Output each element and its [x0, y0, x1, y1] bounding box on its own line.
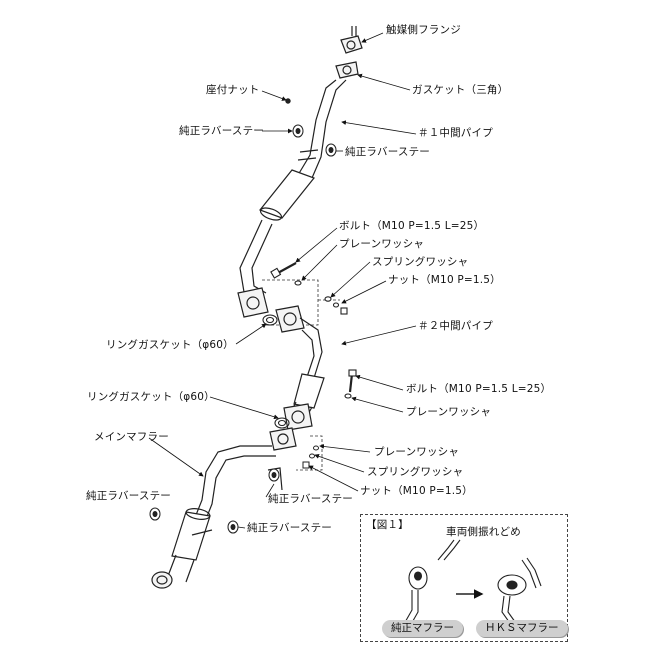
label-oem-rubber-stay-3: 純正ラバーステー [268, 493, 353, 505]
label-mid-pipe-1: ＃１中間パイプ [418, 127, 493, 139]
seat-nut-icon [285, 98, 291, 104]
inset-title: 【図１】 [366, 519, 409, 531]
label-spring-washer-lower: スプリングワッシャ [367, 466, 464, 478]
label-oem-muffler: 純正マフラー [382, 620, 463, 637]
label-ring-gasket-upper: リングガスケット（φ60） [106, 339, 234, 351]
mid-pipe-1-drawing [237, 26, 363, 318]
lower-fastener-set [302, 445, 319, 469]
label-spring-washer-upper: スプリングワッシャ [372, 256, 469, 268]
leader-lines [148, 32, 417, 529]
label-main-muffler: メインマフラー [94, 431, 169, 443]
rubber-stay-grommets [149, 98, 337, 534]
lower-bolt-drawing [344, 369, 357, 399]
rubber-stay-1-icon [292, 124, 304, 138]
inset-figure-drawing [403, 539, 542, 627]
rubber-stay-5-icon [227, 520, 239, 534]
rubber-stay-3-icon [268, 468, 280, 482]
label-oem-rubber-stay-4: 純正ラバーステー [86, 490, 171, 502]
ring-gasket-lower-drawing [274, 417, 290, 429]
ring-gasket-upper-drawing [262, 314, 278, 326]
label-gasket-triangle: ガスケット（三角） [412, 84, 509, 96]
label-bolt-lower: ボルト（M10 P=1.5 L=25） [406, 383, 552, 395]
label-oem-rubber-stay-5: 純正ラバーステー [247, 522, 332, 534]
label-vehicle-side-hanger: 車両側振れどめ [446, 526, 521, 538]
label-mid-pipe-2: ＃２中間パイプ [418, 320, 493, 332]
label-oem-rubber-stay-1: 純正ラバーステー [179, 125, 264, 137]
label-oem-rubber-stay-2: 純正ラバーステー [345, 146, 430, 158]
rubber-stay-4-icon [149, 507, 161, 521]
label-plain-washer-mid: プレーンワッシャ [406, 406, 492, 418]
rubber-stay-2-icon [325, 143, 337, 157]
label-nut-lower: ナット（M10 P=1.5） [360, 485, 473, 497]
label-ring-gasket-lower: リングガスケット（φ60） [87, 391, 215, 403]
figure-1-inset [360, 514, 568, 642]
label-hks-muffler: ＨＫＳマフラー [476, 620, 568, 637]
main-muffler-drawing [151, 427, 297, 589]
upper-fastener-set [270, 262, 348, 315]
label-nut-upper: ナット（M10 P=1.5） [388, 274, 501, 286]
label-catalyst-flange: 触媒側フランジ [386, 24, 461, 36]
label-bolt-upper: ボルト（M10 P=1.5 L=25） [339, 220, 485, 232]
label-plain-washer-lower: プレーンワッシャ [374, 446, 460, 458]
lower-bolt-guide [296, 435, 323, 471]
mid-pipe-2-drawing [275, 305, 325, 431]
label-seat-nut: 座付ナット [206, 84, 260, 96]
label-plain-washer-upper: プレーンワッシャ [339, 238, 425, 250]
